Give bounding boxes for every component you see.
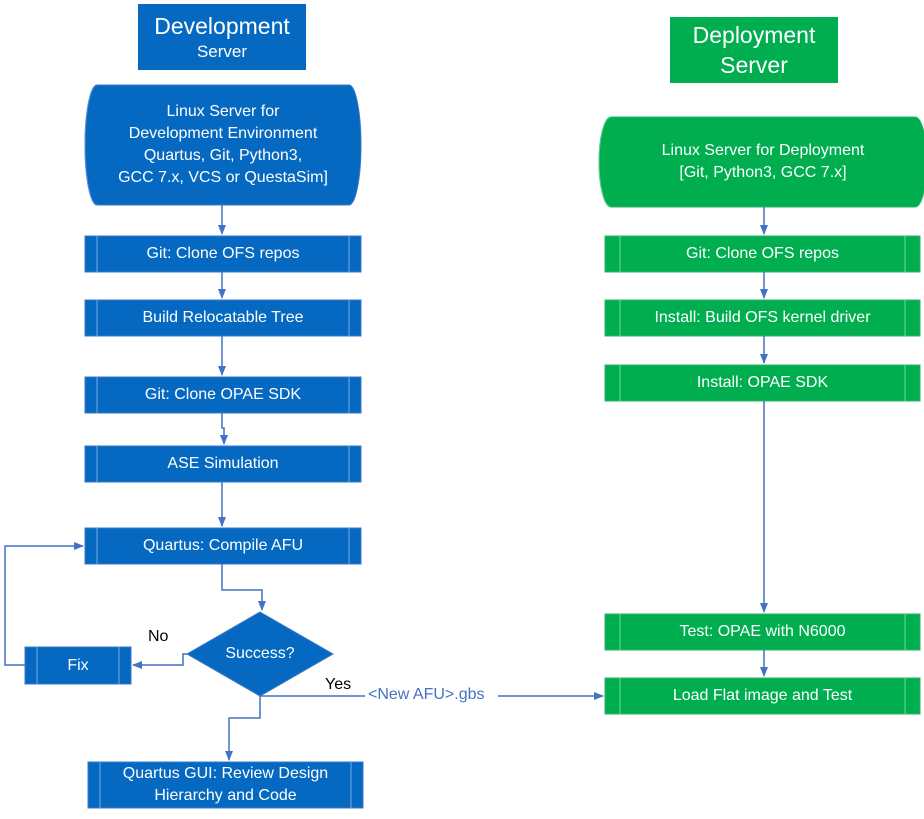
yes-label: Yes: [325, 676, 352, 693]
deploy-title-box: [670, 17, 838, 83]
no-label: No: [148, 628, 169, 645]
success-decision-shape: [185, 611, 335, 697]
dev-title-box: [138, 4, 306, 70]
gbs-edge-label: <New AFU>.gbs: [368, 686, 485, 703]
connector-arrows: [4, 205, 768, 761]
dev-server-shape: [84, 84, 362, 206]
deploy-server-shape: [598, 116, 924, 208]
deploy-process-boxes: [604, 235, 921, 715]
dev-process-boxes: [24, 235, 364, 809]
